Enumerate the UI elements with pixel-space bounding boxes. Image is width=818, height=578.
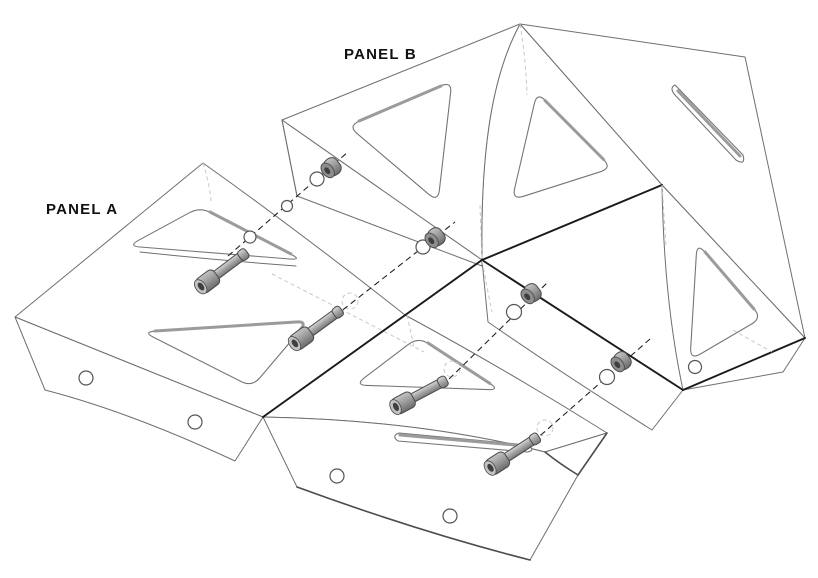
panel-a-flange-hole [187,414,203,430]
clearance-hole [243,230,257,244]
nut-1 [320,157,342,179]
hidden-fold-valley [479,204,493,313]
valley-edges [262,184,806,418]
panel-b-cutout-left [352,83,452,198]
panel-a-slot-cutout-rim [398,433,529,448]
nut-3 [520,283,542,305]
panel-a-cutout-upper [133,209,297,260]
panel-b-cutout-right-rim [703,250,756,311]
panel-b-left-flange-edge [281,119,298,197]
hidden-fold-line [271,273,425,353]
hidden-fold-peak-a [202,162,212,203]
hidden-fold-peak-b [519,23,528,96]
panel-b-sliver-cutout-rim [676,89,742,158]
panel-b-cutout-left-rim [357,84,443,123]
hidden-fold-mid [406,314,415,348]
panel-a-flange-bottom-edge [296,486,531,561]
panel-b-cutout-middle-rim [543,99,606,161]
clearance-holes [243,171,616,386]
panel-a-cutout-right-rim [426,341,492,385]
clearance-hole [280,199,294,213]
nut-2 [424,227,446,249]
hidden-fold-right [661,184,667,246]
valley-edge-right [481,259,684,391]
hidden-hole-circle [341,292,359,310]
panel-b-label: PANEL B [344,46,417,63]
panel-b-cutout-middle [513,96,608,198]
panel-a-cutout-right [359,339,496,391]
centerline-2 [334,221,456,317]
panel-b-cutout-right [690,247,759,357]
valley-edge-flap [682,337,806,391]
hidden-lines [202,23,773,437]
bolt-4 [483,432,542,476]
bolts [193,248,542,476]
clearance-hole [309,171,325,187]
panel-a-flange-hole [329,468,345,484]
panel-a-cutout-upper-thickness-line [139,251,297,267]
nuts [320,157,632,373]
bolt-1 [193,248,250,295]
bolt-2 [287,305,344,352]
hidden-fold-flap [732,329,773,353]
centerline-4 [532,338,651,443]
panel-a-label: PANEL A [46,201,118,218]
bolt-3 [389,375,449,415]
clearance-hole [415,239,431,255]
panel-b-corner-hole [687,359,703,375]
clearance-hole [598,368,616,386]
nut-4 [610,351,632,373]
panel-a-right-flap-edge [544,432,608,477]
panel-a-flange-hole [442,508,458,524]
hidden-hole-circle [536,419,554,437]
panel-a-flange-hole [78,370,94,386]
clearance-hole [505,303,523,321]
